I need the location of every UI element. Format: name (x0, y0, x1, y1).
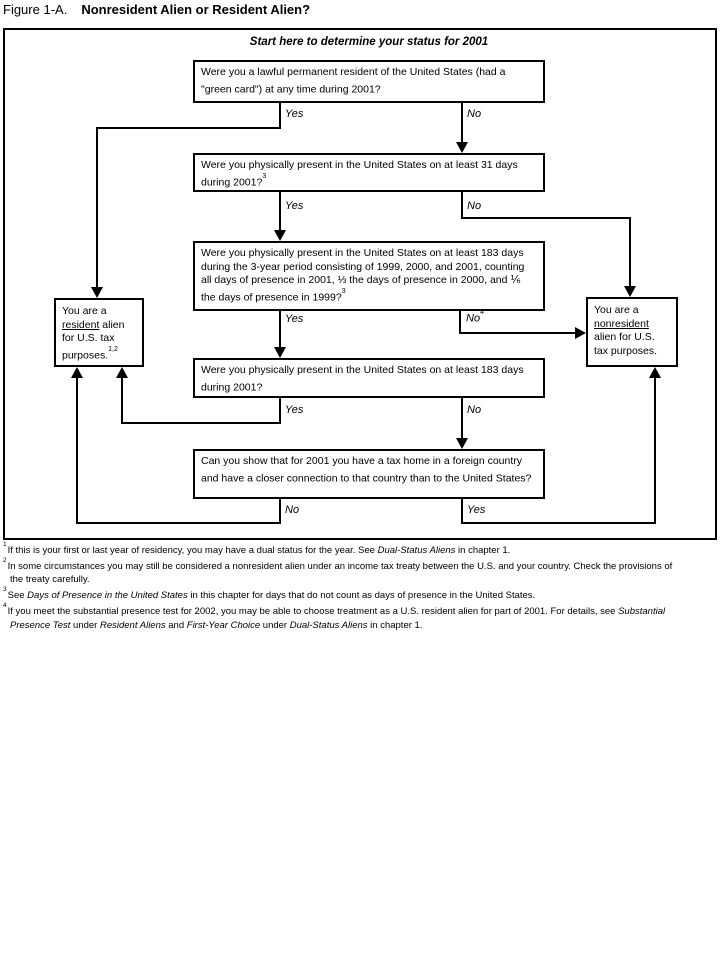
arrowhead-into-q2 (456, 142, 468, 153)
connector-q3-no-drop (459, 311, 461, 334)
footnote-3: 3See Days of Presence in the United Stat… (3, 586, 536, 602)
result-text: You are a (62, 305, 107, 317)
footnote-4: 4If you meet the substantial presence te… (3, 602, 666, 631)
connector-q1-yes-down (96, 127, 98, 288)
question-text: Were you physically present in the Unite… (201, 159, 518, 188)
connector-q5-no-across (76, 522, 281, 524)
arrowhead-into-q5 (456, 438, 468, 449)
question-text: Can you show that for 2001 you have a ta… (201, 455, 532, 484)
q4-yes-label: Yes (285, 404, 304, 416)
q1-yes-label: Yes (285, 108, 304, 120)
arrowhead-into-resident-bottom-left (71, 367, 83, 378)
figure-name: Nonresident Alien or Resident Alien? (81, 2, 311, 17)
connector-q2-no-down (629, 217, 631, 287)
connector-q2-yes-drop (279, 192, 281, 230)
connector-q4-yes-across (121, 422, 281, 424)
footnote-marker: 4 (3, 602, 7, 610)
arrowhead-into-resident-top (91, 287, 103, 298)
q2-yes-label: Yes (285, 200, 304, 212)
connector-q5-no-drop (279, 499, 281, 524)
footnote-ref: 4 (480, 309, 484, 316)
question-text: Were you physically present in the Unite… (201, 247, 525, 303)
question-text: Were you physically present in the Unite… (201, 364, 524, 393)
arrowhead-into-nonresident-bottom (649, 367, 661, 378)
footnote-ref: 3 (262, 172, 267, 180)
connector-q1-no-drop (461, 103, 463, 143)
connector-q5-yes-up (654, 376, 656, 524)
q2-no-label: No (467, 200, 482, 212)
footnote-marker: 1 (3, 541, 7, 548)
q3-no-label: No4 (466, 309, 484, 325)
q3-yes-label: Yes (285, 313, 304, 325)
question-box-substantial-presence: Were you physically present in the Unite… (193, 241, 545, 311)
arrowhead-into-nonresident-top (624, 286, 636, 297)
connector-q2-no-drop (461, 192, 463, 219)
result-box-nonresident: You are a nonresident alien for U.S. tax… (586, 297, 678, 367)
q1-no-label: No (467, 108, 482, 120)
connector-q3-no-across (459, 332, 576, 334)
footnote-2: 2In some circumstances you may still be … (3, 557, 673, 586)
connector-q2-no-across (461, 217, 631, 219)
result-term: nonresident (594, 317, 649, 330)
footnote-marker: 3 (3, 586, 7, 594)
result-text: alien for U.S. tax purposes. (594, 331, 658, 357)
result-text: alien for U.S. tax purposes. (62, 318, 125, 362)
arrowhead-into-q3 (274, 230, 286, 241)
connector-q1-yes-across (96, 127, 281, 129)
footnote-ref: 3 (341, 287, 346, 295)
connector-q5-no-up (76, 376, 78, 524)
question-box-31-days: Were you physically present in the Unite… (193, 153, 545, 192)
figure-label: Figure 1-A. (3, 2, 68, 17)
flowchart-frame (3, 28, 717, 540)
question-text: Were you a lawful permanent resident of … (201, 66, 506, 95)
arrowhead-into-resident-bottom-right (116, 367, 128, 378)
connector-q3-yes-drop (279, 311, 281, 348)
q4-no-label: No (467, 404, 482, 416)
connector-q5-yes-across (461, 522, 656, 524)
footnotes: 1If this is your first or last year of r… (3, 541, 719, 632)
result-text: You are a (594, 304, 639, 316)
arrowhead-into-q4 (274, 347, 286, 358)
connector-q1-yes-drop (279, 103, 281, 129)
connector-q4-yes-up (121, 376, 123, 424)
connector-q5-yes-drop (461, 499, 463, 524)
connector-q4-yes-drop (279, 398, 281, 424)
footnote-marker: 2 (3, 557, 7, 565)
result-term: resident (62, 318, 100, 331)
arrowhead-into-nonresident-left (575, 327, 586, 339)
question-box-183-days: Were you physically present in the Unite… (193, 358, 545, 398)
footnote-1: 1If this is your first or last year of r… (3, 541, 511, 557)
footnote-ref: 1,2 (108, 345, 118, 353)
connector-q4-no-drop (461, 398, 463, 439)
question-box-tax-home: Can you show that for 2001 you have a ta… (193, 449, 545, 499)
figure-header: Figure 1-A. Nonresident Alien or Resident… (3, 2, 310, 17)
start-instruction: Start here to determine your status for … (249, 36, 489, 48)
q5-yes-label: Yes (467, 504, 486, 516)
q5-no-label: No (285, 504, 300, 516)
result-box-resident: You are a resident alien for U.S. tax pu… (54, 298, 144, 367)
question-box-green-card: Were you a lawful permanent resident of … (193, 60, 545, 103)
